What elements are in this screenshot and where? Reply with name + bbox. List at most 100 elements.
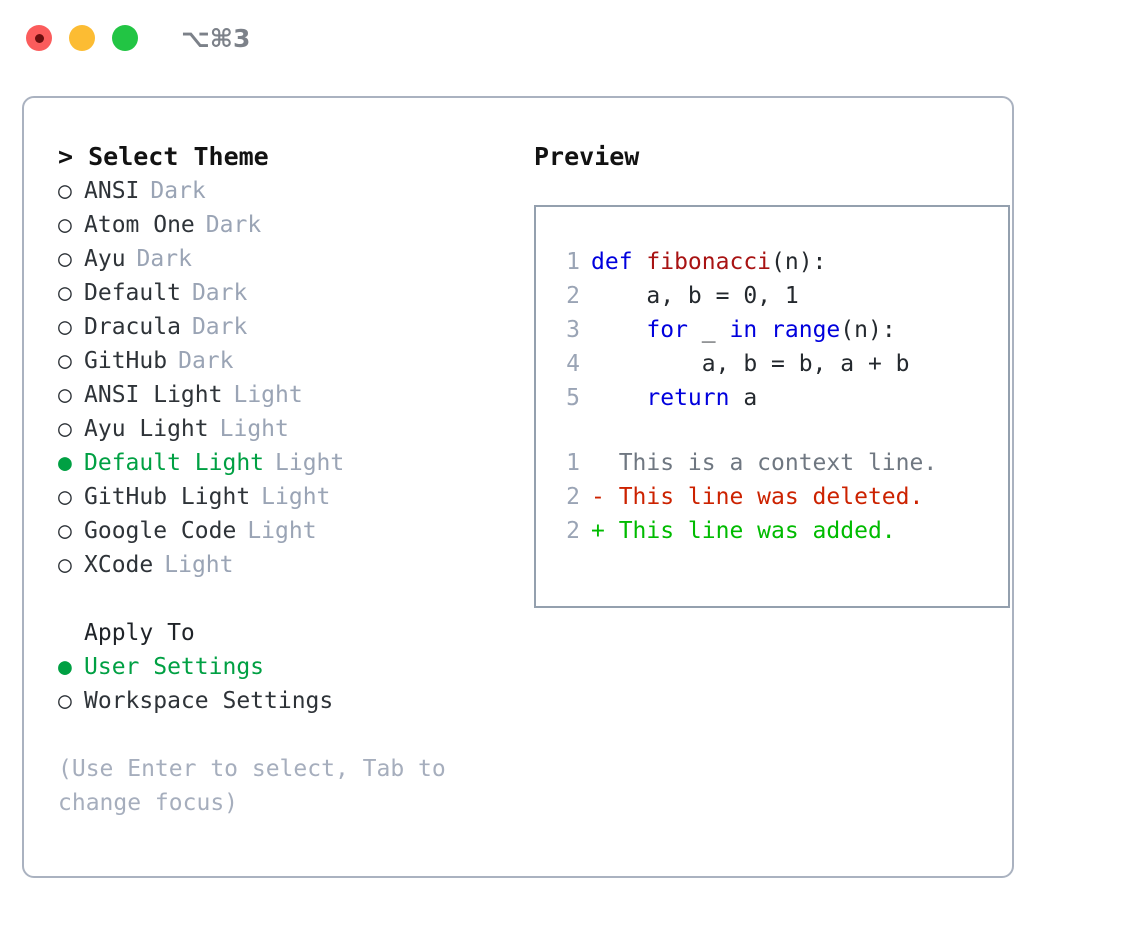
theme-option-label: XCode: [84, 552, 154, 578]
theme-option-badge: Dark: [205, 212, 262, 238]
theme-option-ayu-light[interactable]: ○ Ayu Light Light: [58, 412, 510, 446]
code-token: _: [687, 317, 730, 343]
code-token: a, b = b, a + b: [591, 351, 910, 377]
diff-line: 2 - This line was deleted.: [550, 480, 1008, 514]
diff-line-content: - This line was deleted.: [591, 484, 924, 510]
section-spacer: [58, 582, 510, 616]
theme-option-label: GitHub: [84, 348, 168, 374]
line-number: 2: [566, 283, 580, 309]
radio-unselected-icon: ○: [58, 178, 72, 204]
traffic-light-buttons: [26, 25, 138, 51]
theme-option-default-light[interactable]: ● Default Light Light: [58, 446, 510, 480]
radio-unselected-icon: ○: [58, 382, 72, 408]
code-token: [591, 385, 646, 411]
theme-option-badge: Dark: [150, 178, 206, 204]
line-number: 2: [566, 484, 580, 510]
theme-option-badge: Dark: [136, 246, 192, 272]
theme-option-github-light[interactable]: ○ GitHub Light Light: [58, 480, 510, 514]
titlebar-shortcut-label: ⌥⌘3: [181, 23, 251, 53]
code-token: return: [646, 385, 730, 411]
code-line: 3 for _ in range(n):: [550, 313, 1008, 347]
code-line: 5 return a: [550, 381, 1008, 415]
radio-selected-icon: ●: [58, 450, 72, 476]
code-line-content: return a: [591, 381, 757, 415]
theme-option-label: Default: [84, 280, 181, 306]
close-dot-icon[interactable]: [26, 25, 52, 51]
code-line-content: a, b = b, a + b: [591, 347, 910, 381]
code-token: for: [646, 317, 688, 343]
radio-unselected-icon: ○: [58, 348, 72, 374]
select-theme-header: > Select Theme: [58, 142, 269, 171]
radio-selected-icon: ●: [58, 654, 72, 680]
radio-unselected-icon: ○: [58, 212, 72, 238]
line-number: 3: [566, 317, 580, 343]
theme-option-badge: Light: [219, 416, 289, 442]
code-token: a, b = 0, 1: [591, 283, 799, 309]
theme-option-badge: Dark: [178, 348, 234, 374]
theme-option-xcode[interactable]: ○ XCode Light: [58, 548, 510, 582]
theme-option-badge: Dark: [191, 314, 248, 340]
line-number: 1: [566, 249, 580, 275]
diff-line: 2 + This line was added.: [550, 514, 1008, 548]
code-token: (n):: [771, 249, 827, 275]
radio-unselected-icon: ○: [58, 552, 72, 578]
diff-line-content: + This line was added.: [591, 518, 896, 544]
theme-option-badge: Light: [164, 552, 234, 578]
radio-unselected-icon: ○: [58, 246, 72, 272]
line-number: 4: [566, 351, 580, 377]
diff-line-content: This is a context line.: [591, 450, 938, 476]
line-number: 1: [566, 450, 580, 476]
apply-to-header: Apply To: [84, 620, 195, 646]
code-line: 4 a, b = b, a + b: [550, 347, 1008, 381]
code-token: fibonacci: [646, 249, 772, 275]
theme-option-label: Ayu Light: [84, 416, 209, 442]
code-token: [757, 317, 771, 343]
radio-unselected-icon: ○: [58, 280, 72, 306]
radio-unselected-icon: ○: [58, 484, 72, 510]
code-line-content: for _ in range(n):: [591, 313, 895, 347]
maximize-dot-icon[interactable]: [112, 25, 138, 51]
radio-unselected-icon: ○: [58, 688, 72, 714]
apply-to-option-label: Workspace Settings: [84, 688, 334, 714]
apply-to-option-user-settings[interactable]: ●User Settings: [58, 650, 510, 684]
radio-unselected-icon: ○: [58, 314, 72, 340]
apply-to-option-list[interactable]: ●User Settings ○ Workspace Settings: [58, 650, 510, 718]
radio-unselected-icon: ○: [58, 416, 72, 442]
code-line-content: a, b = 0, 1: [591, 279, 799, 313]
theme-option-label: Atom One: [84, 212, 195, 238]
theme-option-label: ANSI: [84, 178, 140, 204]
theme-option-label: Ayu: [84, 246, 126, 272]
theme-option-label: GitHub Light: [84, 484, 251, 510]
apply-to-option-workspace-settings[interactable]: ○ Workspace Settings: [58, 684, 510, 718]
theme-option-label: Google Code: [84, 518, 237, 544]
theme-option-badge: Light: [275, 450, 345, 476]
theme-option-badge: Light: [261, 484, 331, 510]
code-line-content: def fibonacci(n):: [591, 245, 826, 279]
minimize-dot-icon[interactable]: [69, 25, 95, 51]
radio-unselected-icon: ○: [58, 518, 72, 544]
diff-line: 1 This is a context line.: [550, 446, 1008, 480]
theme-option-label: Default Light: [84, 450, 265, 476]
code-token: a: [729, 385, 758, 411]
theme-option-label: ANSI Light: [84, 382, 223, 408]
theme-option-ansi[interactable]: ○ ANSI Dark: [58, 174, 510, 208]
code-token: def: [591, 249, 647, 275]
theme-option-ayu[interactable]: ○ Ayu Dark: [58, 242, 510, 276]
code-line: 1 def fibonacci(n):: [550, 245, 1008, 279]
line-number: 5: [566, 385, 580, 411]
title-bar: ⌥⌘3: [0, 0, 1140, 76]
code-line: 2 a, b = 0, 1: [550, 279, 1008, 313]
line-number: 2: [566, 518, 580, 544]
theme-option-github[interactable]: ○ GitHub Dark: [58, 344, 510, 378]
theme-option-atom-one[interactable]: ○ Atom One Dark: [58, 208, 510, 242]
code-token: range: [771, 317, 841, 343]
